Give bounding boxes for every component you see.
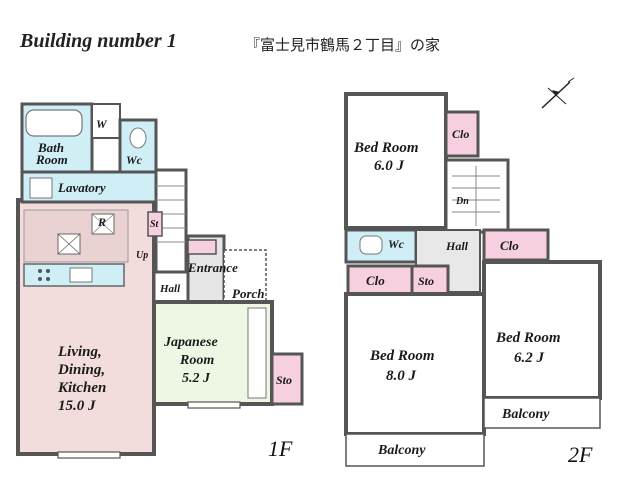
bedroom-6-2 xyxy=(482,260,602,400)
porch-area xyxy=(223,249,267,303)
closet-2f-1 xyxy=(444,110,480,158)
label-hall-1f: Hall xyxy=(159,283,181,295)
label-japanese-room: Room xyxy=(179,353,214,368)
tokonoma xyxy=(247,307,267,399)
label-clo1: Clo xyxy=(452,127,469,141)
bedroom-8-0 xyxy=(344,292,486,436)
label-japanese: Japanese xyxy=(163,335,218,350)
label-porch: Porch xyxy=(232,286,265,301)
label-bed1: Bed Room xyxy=(353,140,419,156)
label-bed3: Bed Room xyxy=(495,330,561,346)
closet-2f-2 xyxy=(482,228,550,262)
label-st: St xyxy=(150,219,160,230)
window-japanese xyxy=(187,401,241,409)
label-bed2-size: 8.0 J xyxy=(386,368,417,384)
toilet-2f-icon xyxy=(359,235,383,255)
label-lavatory: Lavatory xyxy=(57,180,106,195)
label-bed3-size: 6.2 J xyxy=(514,350,545,366)
label-bath-room: Room xyxy=(35,152,68,167)
floor-label-2f: 2F xyxy=(568,442,593,467)
floor-label-1f: 1F xyxy=(268,436,293,461)
label-r: R xyxy=(97,215,106,229)
label-clo2: Clo xyxy=(500,238,519,253)
label-wc-2f: Wc xyxy=(388,237,405,251)
label-balcony-bottom: Balcony xyxy=(377,443,426,458)
label-bed2: Bed Room xyxy=(369,348,435,364)
label-japanese-size: 5.2 J xyxy=(182,371,211,386)
property-name: 『富士見市鶴馬２丁目』の家 xyxy=(245,36,441,54)
second-floor-plan: Bed Room 6.0 J Clo Dn Wc Hall Clo Clo St… xyxy=(344,77,602,467)
label-up: Up xyxy=(136,250,148,261)
label-w: W xyxy=(96,117,108,131)
label-bed1-size: 6.0 J xyxy=(374,158,405,174)
stairs-2f xyxy=(444,158,510,234)
stairs-1f xyxy=(154,168,188,274)
label-ldk-size: 15.0 J xyxy=(58,398,96,414)
label-ldk-3: Kitchen xyxy=(57,380,106,396)
label-dn: Dn xyxy=(455,196,469,207)
sink-icon xyxy=(69,267,93,283)
first-floor-plan: Bath Room W Wc Lavatory R St Up Entrance… xyxy=(16,102,304,459)
bathtub-icon xyxy=(25,109,83,137)
building-title: Building number 1 xyxy=(20,30,177,52)
balcony-right xyxy=(483,397,601,429)
label-hall-2f: Hall xyxy=(445,239,469,253)
shoe-closet xyxy=(187,239,217,255)
label-bath: Bath xyxy=(37,140,64,155)
storage-st xyxy=(147,211,163,237)
label-sto-2f: Sto xyxy=(418,274,434,288)
label-sto-1f: Sto xyxy=(276,373,292,387)
washbasin-icon xyxy=(29,177,53,199)
label-wc-1f: Wc xyxy=(126,153,143,167)
label-balcony-right: Balcony xyxy=(501,407,550,422)
balcony-bottom xyxy=(345,433,485,467)
storage-1f xyxy=(270,352,304,406)
label-ldk-1: Living, xyxy=(57,344,102,360)
toilet-icon xyxy=(129,127,147,149)
stove-icon xyxy=(38,269,42,273)
label-entrance: Entrance xyxy=(187,260,238,275)
window-ldk xyxy=(57,451,121,459)
label-clo3: Clo xyxy=(366,273,385,288)
label-ldk-2: Dining, xyxy=(57,362,105,378)
